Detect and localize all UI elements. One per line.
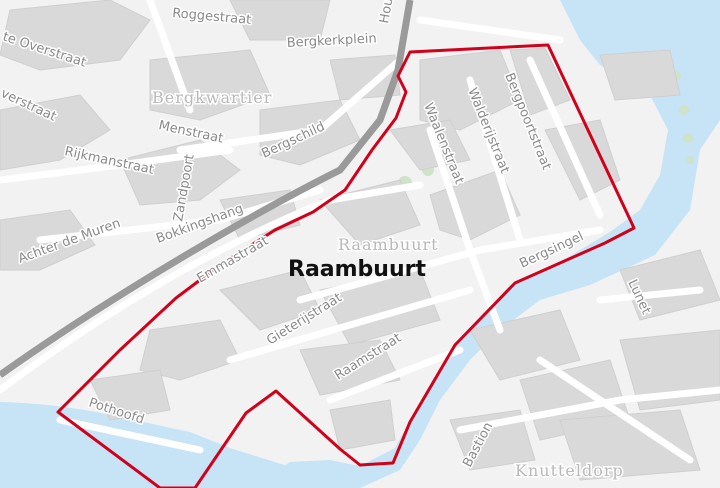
road-network <box>0 0 720 464</box>
street-label-hou: Hou <box>377 0 396 25</box>
map-title: Raambuurt <box>288 257 426 282</box>
district-label-bergkwartier: Bergkwartier <box>152 88 272 107</box>
district-label-knutteldorp: Knutteldorp <box>515 461 624 480</box>
district-boundary[interactable] <box>56 43 636 488</box>
moat-water <box>560 0 720 90</box>
street-label-bergkerkplein: Bergkerkplein <box>286 31 377 51</box>
railway-line <box>0 0 414 378</box>
district-label-raambuurt: Raambuurt <box>338 235 439 254</box>
